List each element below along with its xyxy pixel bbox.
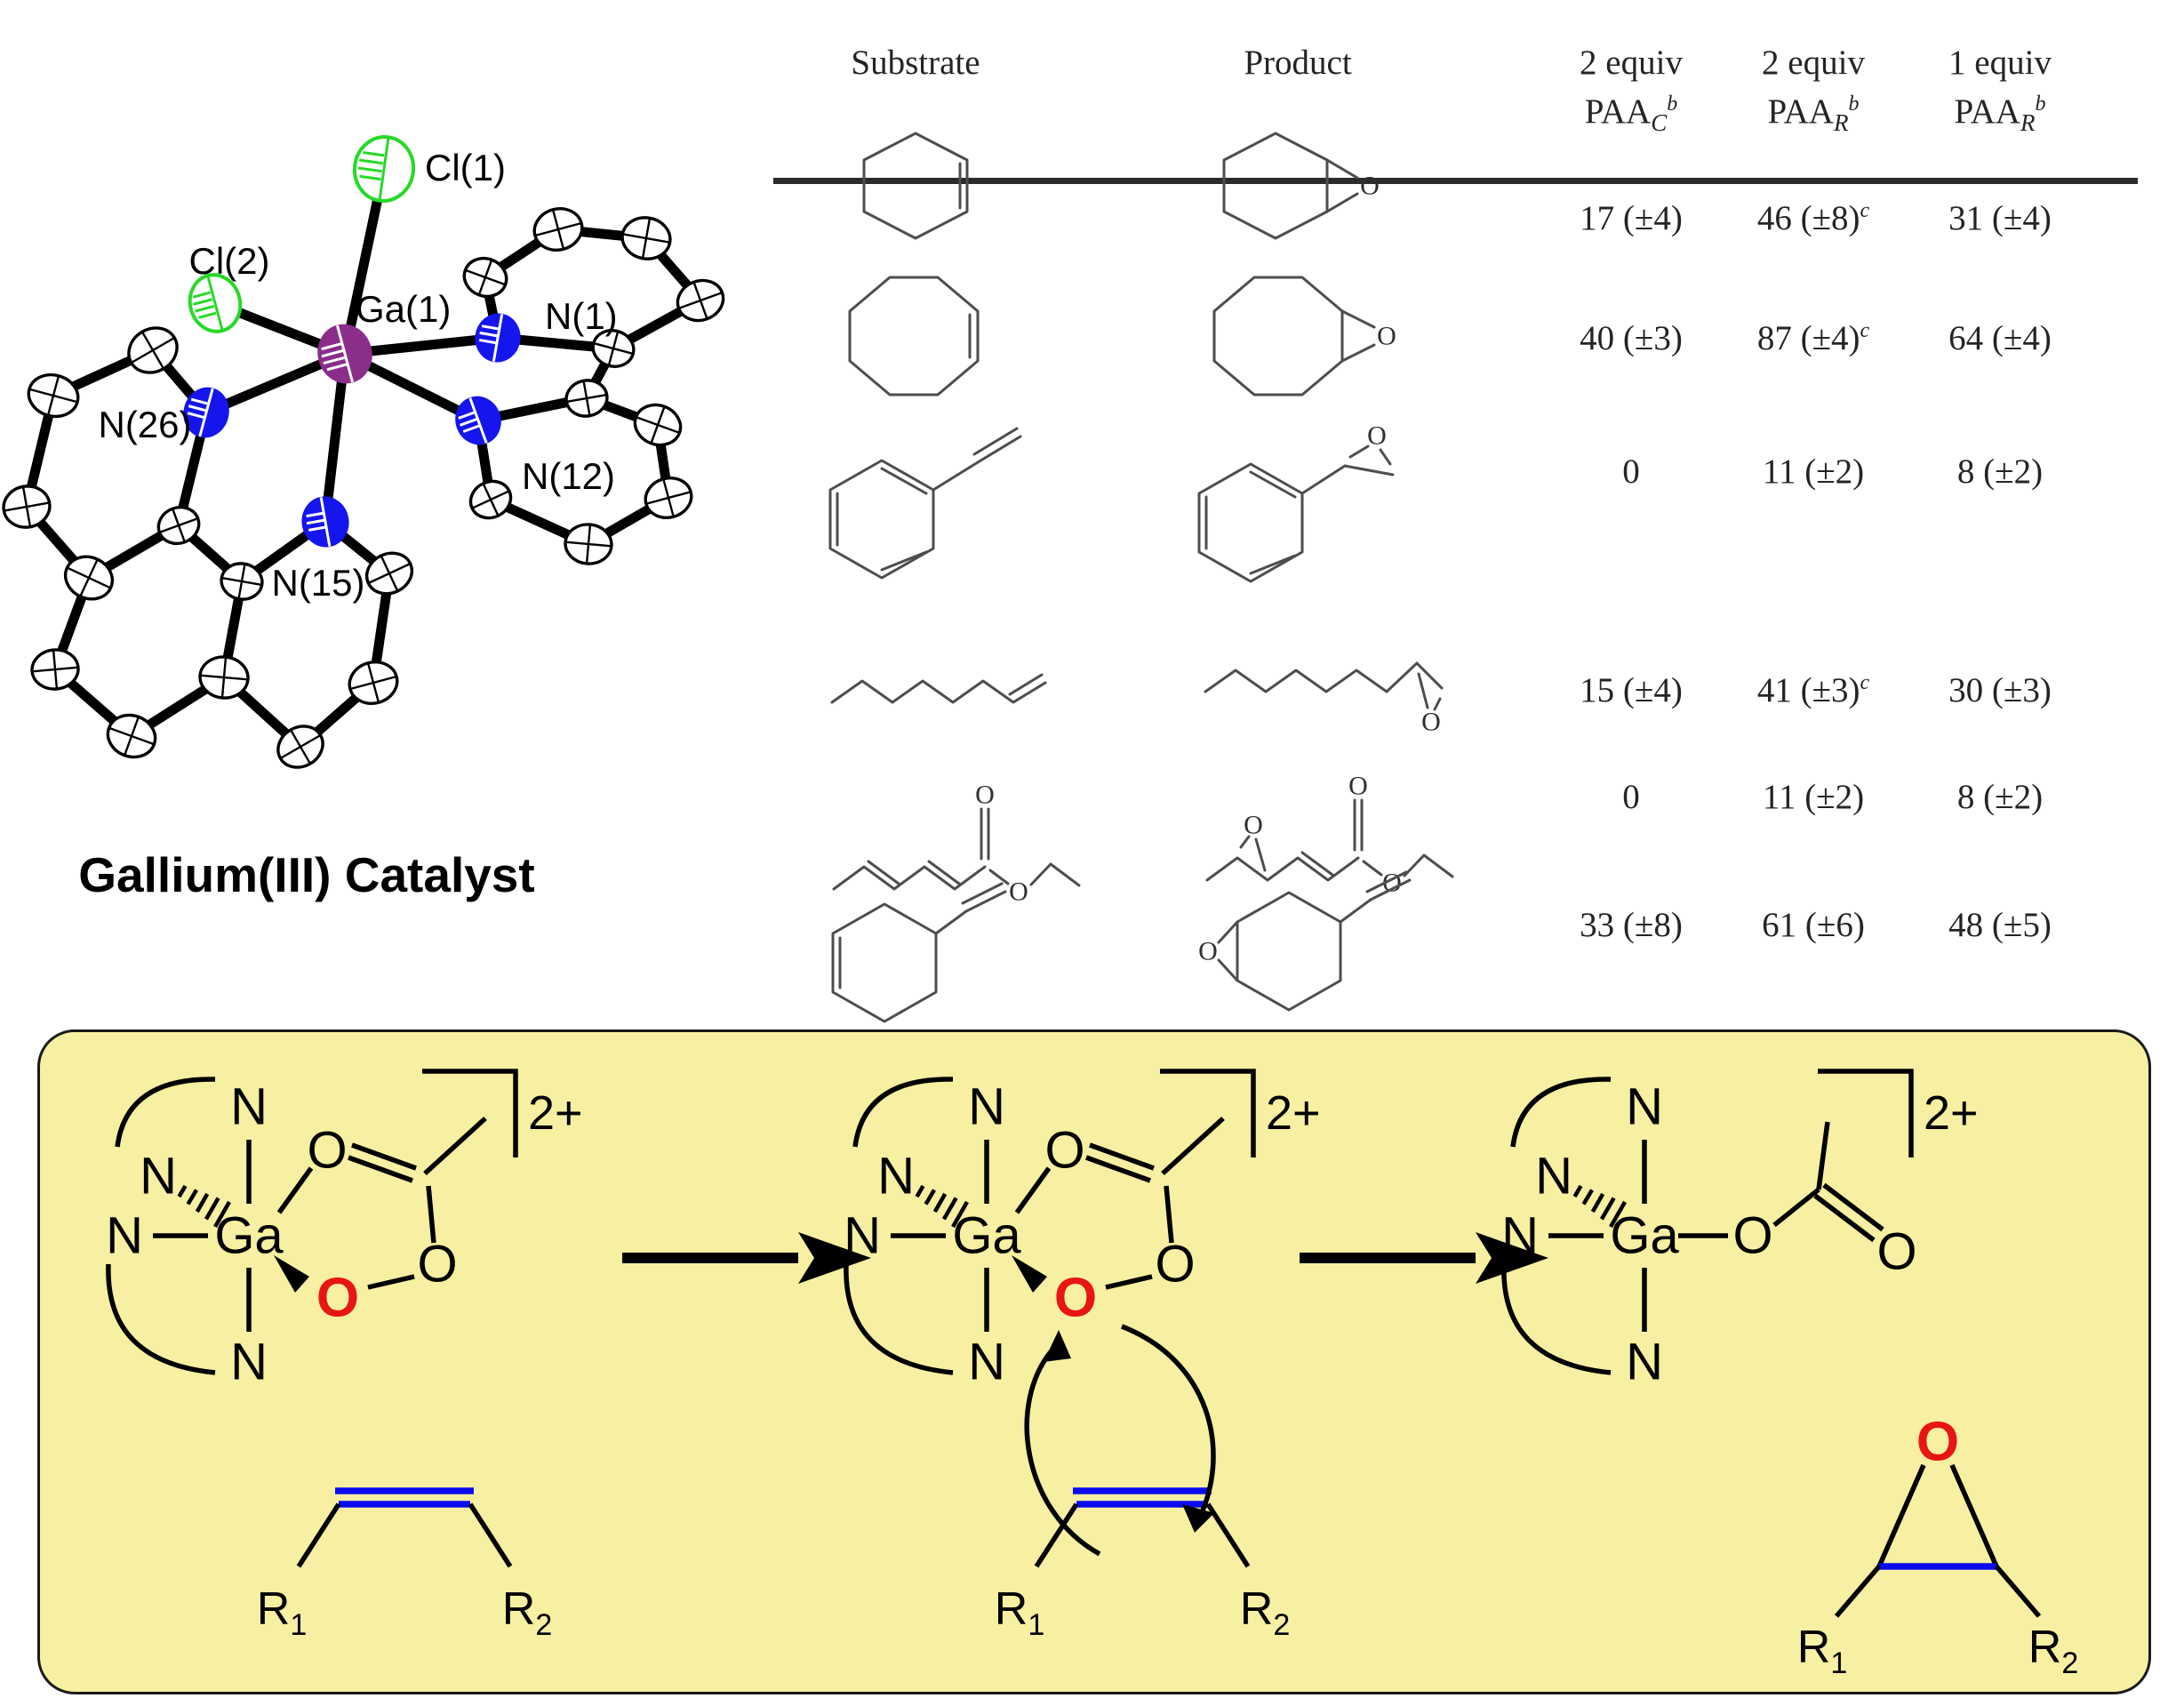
chlorine-atom-cl1 <box>352 135 416 203</box>
epoxide-oxygen-label: O <box>1377 322 1396 351</box>
nitrogen-atom-n26 <box>183 387 229 438</box>
nitrogen-atom-n1 <box>475 313 521 363</box>
nitrogen-atom-n15 <box>301 496 349 548</box>
substrate-styrene <box>828 427 1022 580</box>
epoxide-product: O R1 R2 <box>1797 1412 2078 1681</box>
yield-cell: 11 (±2) <box>1762 778 1865 816</box>
product-vinylcyclohexene-oxide: O <box>1198 870 1412 1012</box>
epoxide-oxygen-label: O <box>1916 1412 1959 1473</box>
yield-cell: 31 (±4) <box>1948 199 2052 237</box>
carbonyl-oxygen-label: O <box>975 781 995 810</box>
epoxide-oxygen-label: O <box>1198 937 1218 966</box>
charge-bracket-1 <box>422 1071 583 1157</box>
atom-label-n1: N(1) <box>545 295 618 337</box>
yield-cell: 30 (±3) <box>1948 671 2052 709</box>
r1-substituent-label: R1 <box>1797 1622 1847 1680</box>
atom-label-cl1: Cl(1) <box>425 147 506 188</box>
product-cyclohexene-oxide: O <box>1222 132 1380 240</box>
product-epoxy-hexenoate: O O O <box>1205 772 1454 897</box>
carbon-atoms <box>2 207 725 769</box>
nitrogen-atom-n12 <box>455 396 501 445</box>
substrate-ethyl-sorbate: O O <box>832 781 1081 906</box>
mechanism-scheme: N N N N Ga O O O O <box>0 1022 2078 1681</box>
carbonyl-oxygen-label: O <box>1348 772 1368 801</box>
col-header-paar-2equiv: 2 equiv PAARb <box>1762 44 1865 136</box>
yield-cell: 33 (±8) <box>1580 906 1683 944</box>
product-epoxyoctane: O <box>1204 661 1444 737</box>
substrate-vinylcyclohexene <box>831 882 1007 1023</box>
catalyst-caption: Gallium(III) Catalyst <box>78 847 535 902</box>
col-header-paar-1equiv: 1 equiv PAARb <box>1948 44 2052 136</box>
ester-oxygen-label: O <box>1382 869 1402 897</box>
epoxide-oxygen-label: O <box>1244 811 1263 840</box>
substrate-cyclooctene <box>848 276 980 396</box>
col-header-product: Product <box>1244 44 1352 82</box>
yield-cell: 0 <box>1622 453 1640 491</box>
yield-cell: 61 (±6) <box>1762 906 1865 944</box>
yield-cell: 15 (±4) <box>1580 671 1683 709</box>
charge-bracket-3 <box>1818 1071 1979 1157</box>
ortep-crystal-structure: Cl(1) Cl(2) Ga(1) N(1) N(12) N(26) N(15) <box>2 135 725 769</box>
product-styrene-oxide: O <box>1197 421 1395 583</box>
epoxide-oxygen-label: O <box>1367 421 1387 451</box>
yield-cell: 0 <box>1622 778 1640 816</box>
ga-peracetate-complex-2 <box>844 1078 1223 1391</box>
mechanism-panel <box>37 1029 2151 1694</box>
alkene-substrate-2 <box>995 1491 1290 1642</box>
ga-acetate-complex <box>1501 1078 1917 1391</box>
yield-cell: 17 (±4) <box>1580 199 1683 237</box>
yield-cell: 8 (±2) <box>1956 778 2044 816</box>
col-header-paac-2equiv: 2 equiv PAACb <box>1580 44 1683 136</box>
reaction-arrow-1 <box>622 1232 871 1284</box>
atom-label-n12: N(12) <box>522 455 615 497</box>
epoxide-oxygen-label: O <box>1360 172 1380 201</box>
yield-cell: 11 (±2) <box>1762 453 1865 491</box>
atom-label-cl2: Cl(2) <box>189 240 270 282</box>
yield-cell: 46 (±8)c <box>1756 199 1870 237</box>
yield-cell: 87 (±4)c <box>1756 319 1870 357</box>
gallium-atom <box>317 324 372 384</box>
col-header-substrate: Substrate <box>851 44 980 82</box>
atom-label-n26: N(26) <box>98 404 191 445</box>
charge-bracket-2 <box>1160 1071 1321 1157</box>
ester-oxygen-label: O <box>1009 877 1028 906</box>
epoxide-oxygen-label: O <box>1421 708 1441 737</box>
substrate-1-octene <box>830 673 1047 704</box>
table-header-rule <box>773 178 2138 184</box>
atom-label-ga1: Ga(1) <box>356 288 451 330</box>
yield-cell: 48 (±5) <box>1948 906 2052 944</box>
atom-label-n15: N(15) <box>271 562 364 604</box>
alkene-substrate-1 <box>257 1491 552 1642</box>
product-cyclooctene-oxide: O <box>1212 276 1396 396</box>
yield-cell: 8 (±2) <box>1956 453 2044 491</box>
r2-substituent-label: R2 <box>2028 1622 2078 1680</box>
ga-peracetate-complex-1 <box>106 1078 485 1391</box>
substrate-cyclohexene <box>862 132 969 240</box>
yield-cell: 40 (±3) <box>1580 319 1683 357</box>
electron-pushing-arrows <box>1024 1324 1216 1557</box>
yield-cell: 64 (±4) <box>1948 319 2052 357</box>
chlorine-atom-cl2 <box>188 273 243 333</box>
yield-cell: 41 (±3)c <box>1756 671 1870 709</box>
